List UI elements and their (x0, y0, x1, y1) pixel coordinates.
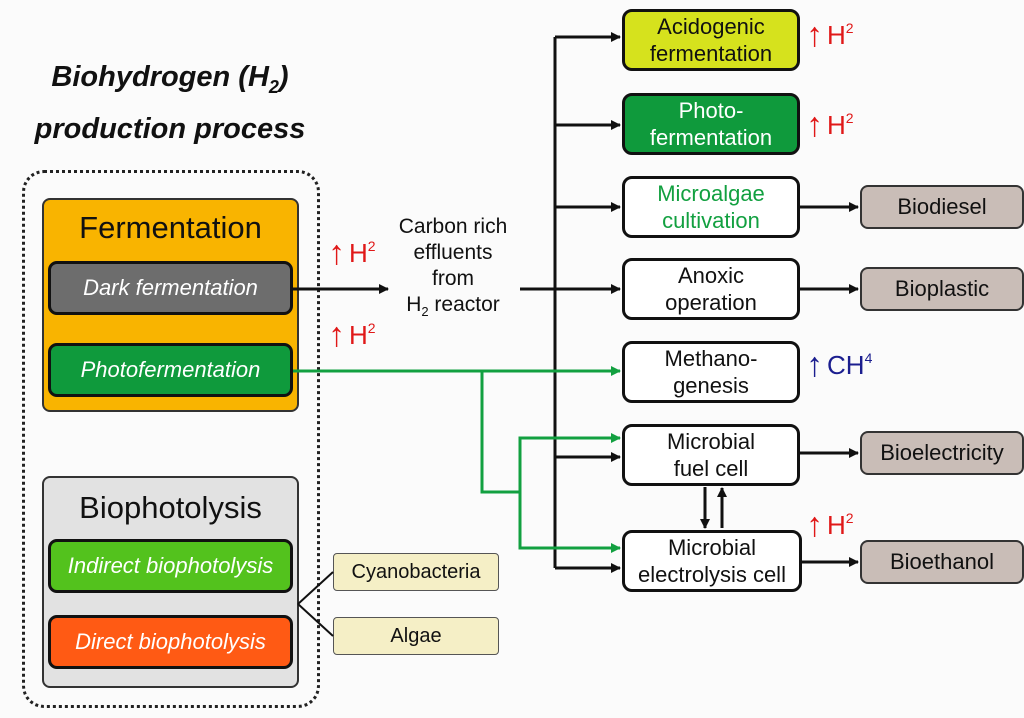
arrow-photo-to-mec (518, 492, 621, 553)
h2-main: H (827, 20, 846, 50)
algae-box: Algae (333, 617, 499, 655)
ch4-sub: 4 (864, 350, 873, 366)
methods-container (22, 170, 320, 708)
h2-main: H (827, 510, 846, 540)
effluents-line1: Carbon rich (398, 215, 508, 238)
effluents-line4-post: reactor (428, 293, 500, 316)
effluents-line2: effluents (413, 241, 493, 264)
photofermentation-label: Photofermentation (80, 357, 261, 382)
indirect-biophotolysis-label: Indirect biophotolysis (67, 553, 274, 578)
h2-main: H (827, 110, 846, 140)
bioelectricity-box: Bioelectricity (860, 431, 1024, 475)
acidogenic-line2: fermentation (649, 41, 773, 66)
dark-fermentation-label: Dark fermentation (83, 275, 258, 300)
photofermentation-box: Photofermentation (48, 343, 293, 397)
methano-line1: Methano- (664, 346, 758, 371)
biodiesel-label: Biodiesel (897, 194, 987, 219)
cyanobacteria-label: Cyanobacteria (351, 560, 481, 583)
microalgae-line1: Microalgae (657, 181, 765, 206)
bioethanol-label: Bioethanol (890, 549, 994, 574)
h2-main: H (349, 320, 368, 350)
direct-biophotolysis-label: Direct biophotolysis (75, 629, 266, 654)
title-subscript: 2 (268, 76, 279, 97)
up-arrow-icon: ↑ (806, 106, 823, 144)
acidogenic-line1: Acidogenic (657, 14, 765, 39)
direct-biophotolysis-box: Direct biophotolysis (48, 615, 293, 669)
link-cyanobacteria (297, 571, 334, 605)
methano-line2: genesis (673, 373, 749, 398)
arrow-photo-to-mfc (480, 371, 621, 494)
fermentation-label: Fermentation (79, 210, 262, 245)
photo-fermentation-box: Photo-fermentation (622, 93, 800, 155)
up-arrow-icon: ↑ (328, 316, 345, 354)
bioplastic-label: Bioplastic (894, 276, 990, 301)
up-arrow-icon: ↑ (806, 346, 823, 384)
h2-sub: 2 (367, 320, 376, 336)
bioethanol-box: Bioethanol (860, 540, 1024, 584)
ch4-main: CH (827, 350, 865, 380)
title-line1-end: ) (278, 61, 289, 93)
h2-main: H (349, 238, 368, 268)
methanogenesis-box: Methano-genesis (622, 341, 800, 403)
photoferm-line1: Photo- (678, 98, 744, 123)
mec-line2: electrolysis cell (638, 562, 786, 587)
effluents-line3: from (432, 267, 474, 290)
mec-line1: Microbial (667, 535, 757, 560)
mfc-line2: fuel cell (673, 456, 749, 481)
dark-fermentation-box: Dark fermentation (48, 261, 293, 315)
up-arrow-icon: ↑ (328, 234, 345, 272)
title-line1: Biohydrogen (H (51, 61, 269, 93)
mfc-line1: Microbial (666, 429, 756, 454)
up-arrow-icon: ↑ (806, 16, 823, 54)
h2-sub: 2 (845, 110, 854, 126)
link-algae (297, 603, 334, 637)
effluents-line4-h: H (406, 293, 422, 316)
bioelectricity-label: Bioelectricity (880, 440, 1004, 465)
h2-sub: 2 (367, 238, 376, 254)
effluents-line4-sub: 2 (421, 304, 429, 320)
cyanobacteria-box: Cyanobacteria (333, 553, 499, 591)
bioplastic-box: Bioplastic (860, 267, 1024, 311)
biophotolysis-label: Biophotolysis (79, 490, 262, 525)
indirect-biophotolysis-box: Indirect biophotolysis (48, 539, 293, 593)
title-line2: production process (34, 112, 306, 145)
diagram-title: Biohydrogen (H2) production process (10, 56, 330, 150)
up-arrow-icon: ↑ (806, 506, 823, 544)
photoferm-line2: fermentation (649, 125, 773, 150)
anoxic-line1: Anoxic (677, 263, 745, 288)
carbon-rich-effluents: Carbon rich effluents from H2 reactor (378, 214, 528, 325)
algae-label: Algae (390, 624, 442, 647)
microalgae-line2: cultivation (662, 208, 760, 233)
anoxic-line2: operation (665, 290, 757, 315)
biodiesel-box: Biodiesel (860, 185, 1024, 229)
h2-sub: 2 (845, 510, 854, 526)
h2-sub: 2 (845, 20, 854, 36)
